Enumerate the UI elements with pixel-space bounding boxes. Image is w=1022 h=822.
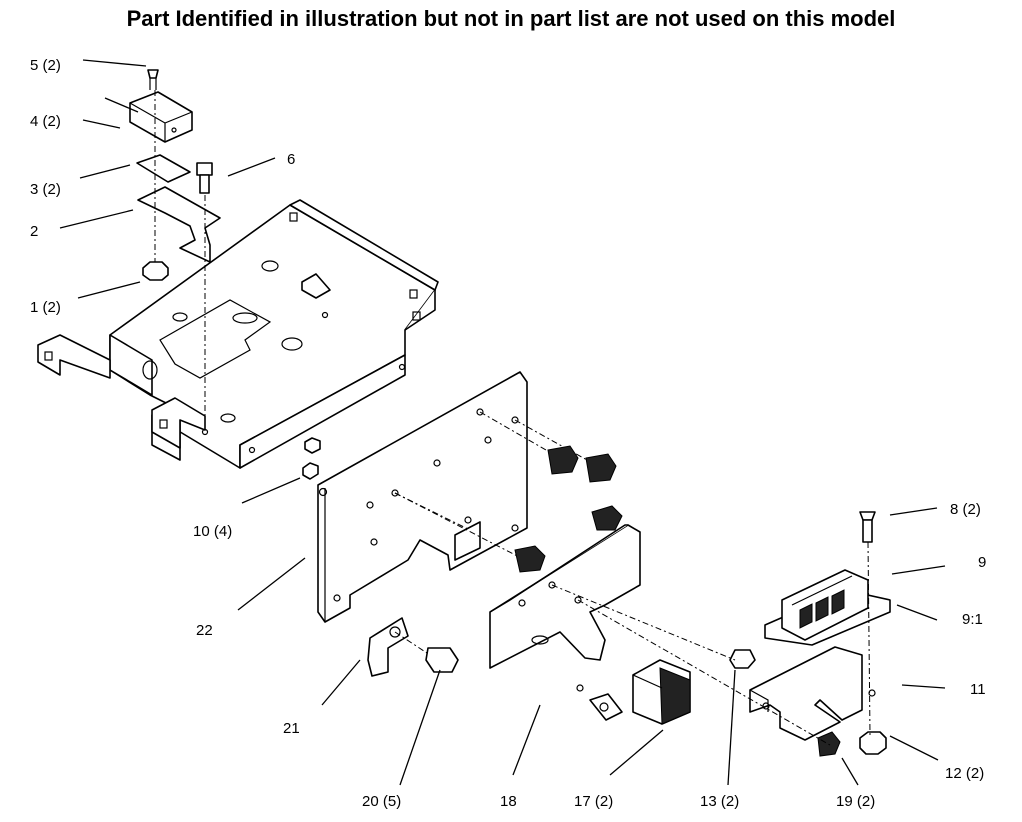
page-title: Part Identified in illustration but not …	[126, 6, 896, 31]
callout-19: 19 (2)	[836, 793, 875, 810]
relay-block	[632, 659, 691, 725]
callout-2: 2	[30, 223, 38, 240]
cable-clip	[367, 617, 459, 677]
callout-22: 22	[196, 622, 213, 639]
leader-lines	[59, 59, 946, 786]
callout-6: 6	[287, 151, 295, 168]
switch-bracket	[551, 584, 887, 757]
callout-21: 21	[283, 720, 300, 737]
rocker-switch	[764, 511, 891, 736]
plate-bolts	[394, 411, 623, 573]
switch-block-stack	[104, 69, 221, 430]
callout-17: 17 (2)	[574, 793, 613, 810]
callout-5: 5 (2)	[30, 57, 61, 74]
callout-4: 4 (2)	[30, 113, 61, 130]
callout-8: 8 (2)	[950, 501, 981, 518]
callout-10: 10 (4)	[193, 523, 232, 540]
vertical-plate	[317, 371, 528, 623]
callout-9-1: 9:1	[962, 611, 983, 628]
callout-11: 11	[970, 681, 986, 698]
callout-1: 1 (2)	[30, 299, 61, 316]
callout-labels: 5 (2) 4 (2) 3 (2) 2 1 (2) 6 10 (4) 22 21…	[30, 57, 986, 810]
washers	[302, 437, 321, 480]
main-mounting-plate	[37, 199, 439, 469]
callout-13: 13 (2)	[700, 793, 739, 810]
callout-12: 12 (2)	[945, 765, 984, 782]
callout-20: 20 (5)	[362, 793, 401, 810]
callout-18: 18	[500, 793, 517, 810]
callout-9: 9	[978, 554, 986, 571]
callout-3: 3 (2)	[30, 181, 61, 198]
angle-bracket	[489, 524, 641, 721]
